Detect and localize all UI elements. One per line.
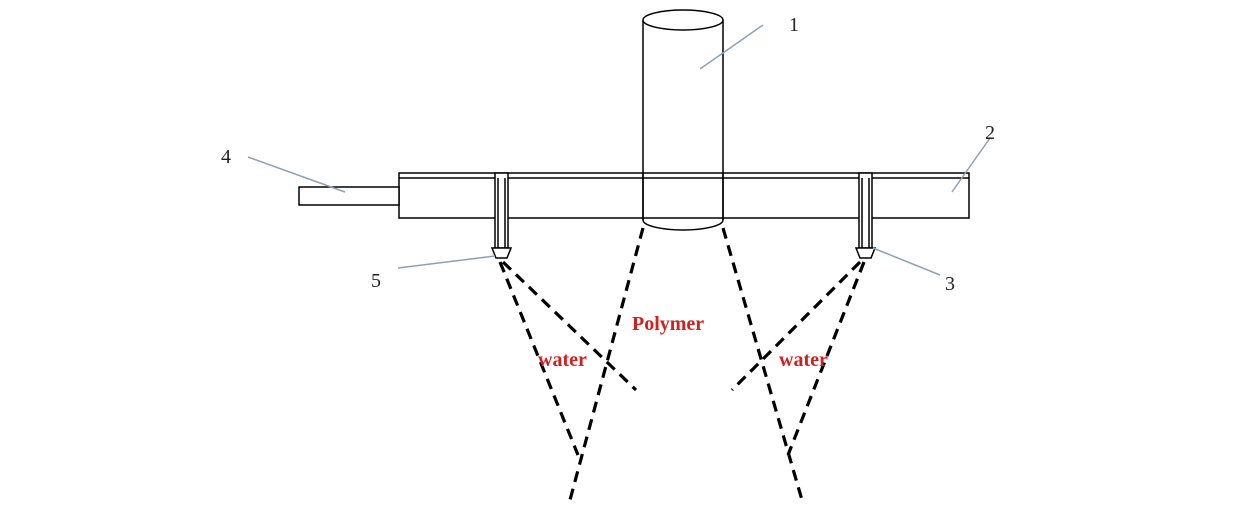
leader-5: [397, 255, 496, 269]
cylinder-through-pipe: [642, 173, 724, 220]
leader-4: [247, 156, 346, 193]
spray-lines: [498, 227, 866, 501]
left-nozzle: [490, 172, 513, 259]
inlet-stub: [298, 186, 400, 206]
water-label-right: water: [779, 349, 828, 371]
leader-2: [951, 137, 991, 193]
label-5: 5: [371, 270, 381, 292]
polymer-label: Polymer: [632, 313, 704, 335]
leader-lines: [247, 24, 991, 276]
label-4: 4: [221, 146, 231, 168]
left-spray-inner: [501, 260, 638, 392]
leader-3: [872, 247, 941, 276]
right-nozzle: [854, 172, 877, 259]
right-spray-outer: [786, 261, 866, 456]
polymer-spray-left: [568, 227, 645, 501]
right-spray-inner: [730, 260, 862, 392]
leader-1: [699, 24, 764, 70]
vertical-cylinder: [642, 9, 724, 231]
label-2: 2: [985, 122, 995, 144]
label-3: 3: [945, 273, 955, 295]
label-1: 1: [789, 14, 799, 36]
water-label-left: water: [538, 349, 587, 371]
